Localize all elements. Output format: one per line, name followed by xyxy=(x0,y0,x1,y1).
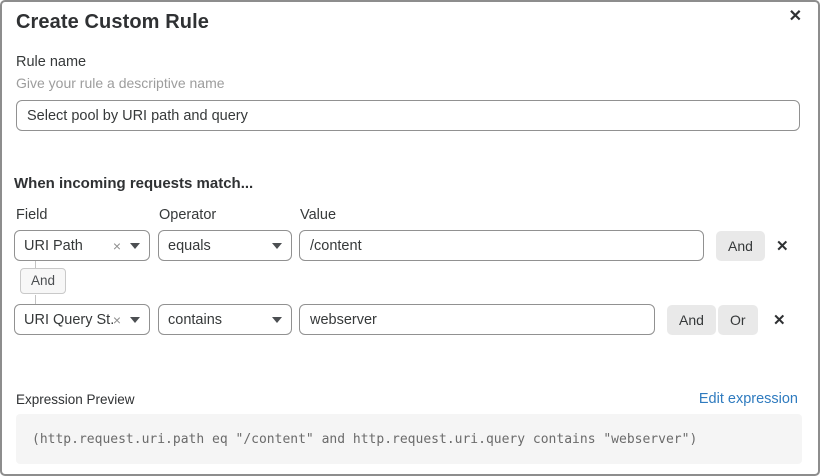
rule-name-label: Rule name xyxy=(16,54,87,70)
connector-line-top xyxy=(35,261,36,270)
rule-name-input[interactable] xyxy=(16,100,800,131)
operator-select-row1-value: equals xyxy=(168,237,211,254)
or-button-row2[interactable]: Or xyxy=(718,305,758,335)
column-label-field: Field xyxy=(16,207,48,223)
column-label-operator: Operator xyxy=(159,207,217,223)
field-select-row2[interactable]: URI Query St... × xyxy=(14,304,150,335)
chevron-down-icon xyxy=(130,316,140,323)
expression-preview-label: Expression Preview xyxy=(16,392,135,407)
expression-code: (http.request.uri.path eq "/content" and… xyxy=(32,431,698,447)
dialog-title: Create Custom Rule xyxy=(16,11,209,33)
connector-and-badge: And xyxy=(20,268,67,294)
value-input-row2[interactable] xyxy=(299,304,655,335)
field-select-row1[interactable]: URI Path × xyxy=(14,230,150,261)
delete-row2-icon[interactable]: ✕ xyxy=(773,312,786,329)
delete-row1-icon[interactable]: ✕ xyxy=(776,238,789,255)
clear-icon[interactable]: × xyxy=(112,237,121,254)
connector-line-bottom xyxy=(35,295,36,304)
and-button-row1[interactable]: And xyxy=(716,231,765,261)
operator-select-row1[interactable]: equals xyxy=(158,230,292,261)
field-select-row2-value: URI Query St... xyxy=(24,311,113,328)
edit-expression-link[interactable]: Edit expression xyxy=(698,391,798,407)
close-icon[interactable]: ✕ xyxy=(788,8,802,25)
chevron-down-icon xyxy=(272,316,282,323)
column-label-value: Value xyxy=(300,207,337,223)
chevron-down-icon xyxy=(130,242,140,249)
operator-select-row2[interactable]: contains xyxy=(158,304,292,335)
field-select-row1-value: URI Path xyxy=(24,237,83,254)
expression-code-block: (http.request.uri.path eq "/content" and… xyxy=(16,414,802,464)
operator-select-row2-value: contains xyxy=(168,311,223,328)
and-button-row2[interactable]: And xyxy=(667,305,716,335)
clear-icon[interactable]: × xyxy=(112,311,121,328)
value-input-row1[interactable] xyxy=(299,230,704,261)
rule-name-hint: Give your rule a descriptive name xyxy=(16,75,225,91)
match-heading: When incoming requests match... xyxy=(14,175,254,192)
chevron-down-icon xyxy=(272,242,282,249)
